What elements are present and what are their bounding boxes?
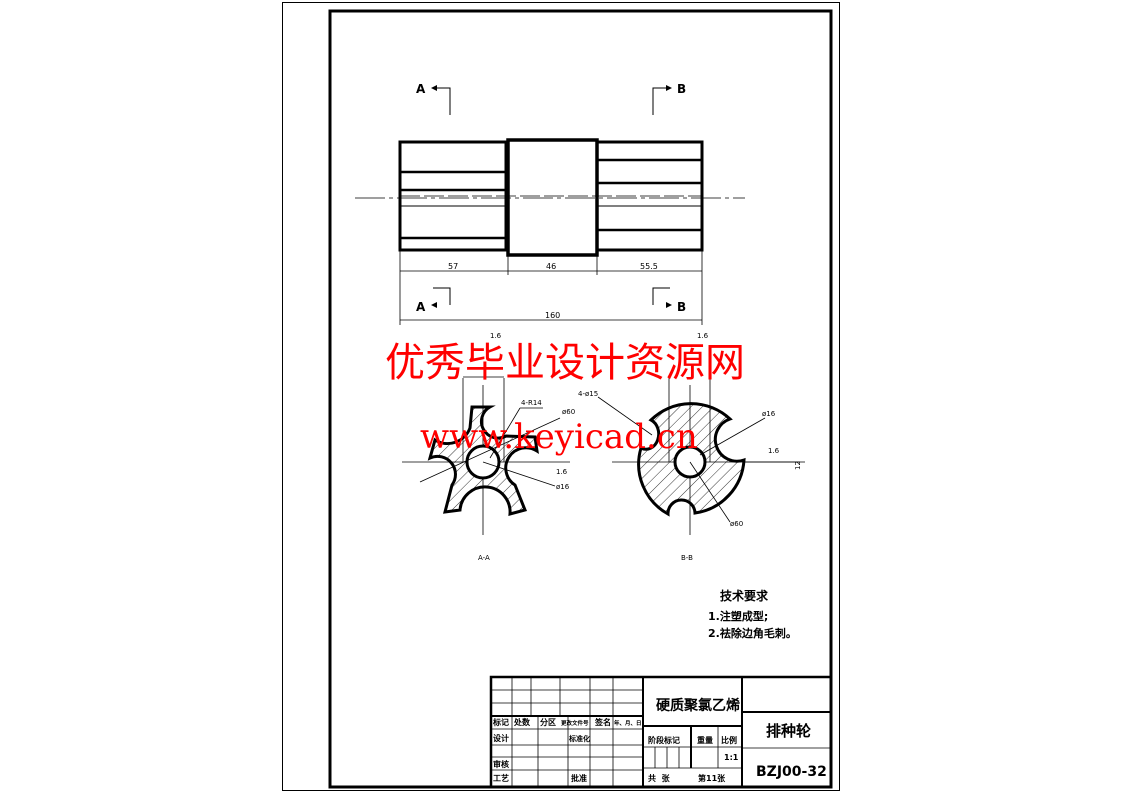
tb-material: 硬质聚氯乙烯 [656, 697, 740, 714]
roughness-a-top: 1.6 [490, 332, 502, 340]
dim-57: 57 [448, 262, 458, 271]
tb-header-doc: 更改文件号 [561, 719, 589, 727]
tb-weight: 重量 [697, 735, 713, 745]
dim-4-r14: 4-R14 [521, 399, 542, 407]
tech-req-title: 技术要求 [720, 588, 769, 603]
arrow-heads [431, 85, 672, 308]
tb-scale-value: 1:1 [724, 753, 739, 762]
dim-4-d15: 4-ø15 [578, 390, 598, 398]
roughness-b-right: 1.6 [768, 447, 780, 455]
dim-d16-a: ø16 [556, 483, 570, 491]
tb-stage-mark: 阶段标记 [648, 735, 680, 745]
dim-d60-b: ø60 [730, 520, 743, 528]
section-mark-b-top: B [677, 82, 686, 96]
tb-row-review: 审核 [493, 759, 509, 769]
tb-sheet-no: 第11张 [698, 773, 726, 783]
inner-frame [328, 9, 833, 789]
tb-part-name: 排种轮 [766, 722, 811, 740]
tb-header-mark: 标记 [492, 717, 509, 727]
section-title-aa: A-A [478, 554, 490, 562]
dim-d16-b: ø16 [762, 410, 776, 418]
tb-header-date: 年、月、日 [614, 719, 642, 727]
tb-scale-label: 比例 [721, 735, 737, 745]
roughness-b-top: 1.6 [697, 332, 709, 340]
section-title-bb: B-B [681, 554, 693, 562]
outer-border [282, 2, 840, 791]
dim-key: 12 [794, 461, 802, 470]
section-mark-b-bottom: B [677, 300, 686, 314]
title-block [489, 675, 833, 789]
tb-sheets-total: 共 张 [648, 773, 671, 783]
watermark-url: www.keyicad.cn [420, 417, 698, 457]
section-b-b [597, 378, 805, 535]
section-mark-a-top: A [416, 82, 426, 96]
shaft-front-view [355, 87, 745, 325]
section-mark-a-bottom: A [416, 300, 426, 314]
tech-req-item-2: 2.祛除边角毛刺。 [708, 626, 797, 640]
tb-row-standard: 标准化 [568, 734, 590, 743]
tech-req-item-1: 1.注塑成型; [708, 609, 768, 623]
dim-55-5: 55.5 [640, 262, 658, 271]
roughness-a-right: 1.6 [556, 468, 568, 476]
tb-header-count: 处数 [513, 717, 531, 727]
tb-row-design: 设计 [493, 733, 509, 743]
tb-header-zone: 分区 [540, 717, 556, 727]
tb-row-approve: 批准 [571, 773, 587, 783]
tb-header-sign: 签名 [594, 717, 611, 727]
section-a-a [402, 376, 570, 535]
watermark-title: 优秀毕业设计资源网 [385, 340, 745, 386]
tb-row-process: 工艺 [493, 773, 509, 783]
tb-drawing-no: BZJ00-32 [756, 764, 827, 780]
dim-d60-a: ø60 [562, 408, 575, 416]
dim-160: 160 [545, 311, 560, 320]
dim-46: 46 [546, 262, 556, 271]
